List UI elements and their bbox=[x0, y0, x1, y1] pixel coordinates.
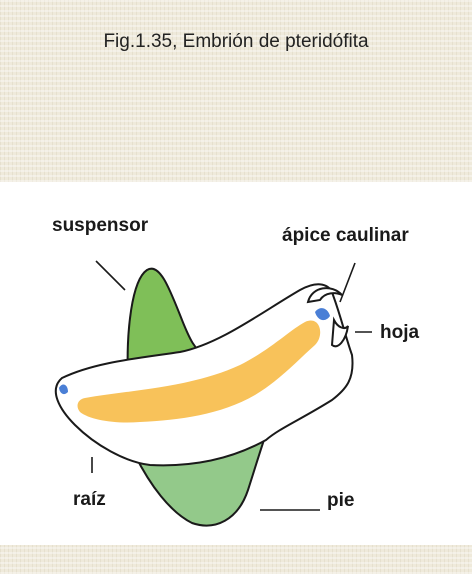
suspensor-leader bbox=[96, 261, 125, 290]
label-leaf: hoja bbox=[380, 322, 419, 343]
label-suspensor: suspensor bbox=[52, 215, 149, 236]
apex-leader bbox=[340, 263, 355, 302]
label-apex: ápice caulinar bbox=[282, 225, 409, 246]
footer-band bbox=[0, 545, 472, 574]
label-foot: pie bbox=[327, 490, 354, 511]
label-root: raíz bbox=[73, 489, 106, 510]
embryo-body bbox=[56, 284, 353, 465]
embryo-diagram: suspensor ápice caulinar hoja raíz pie bbox=[0, 182, 472, 545]
figure-title: Fig.1.35, Embrión de pteridófita bbox=[0, 31, 472, 53]
header-band: Fig.1.35, Embrión de pteridófita bbox=[0, 0, 472, 182]
